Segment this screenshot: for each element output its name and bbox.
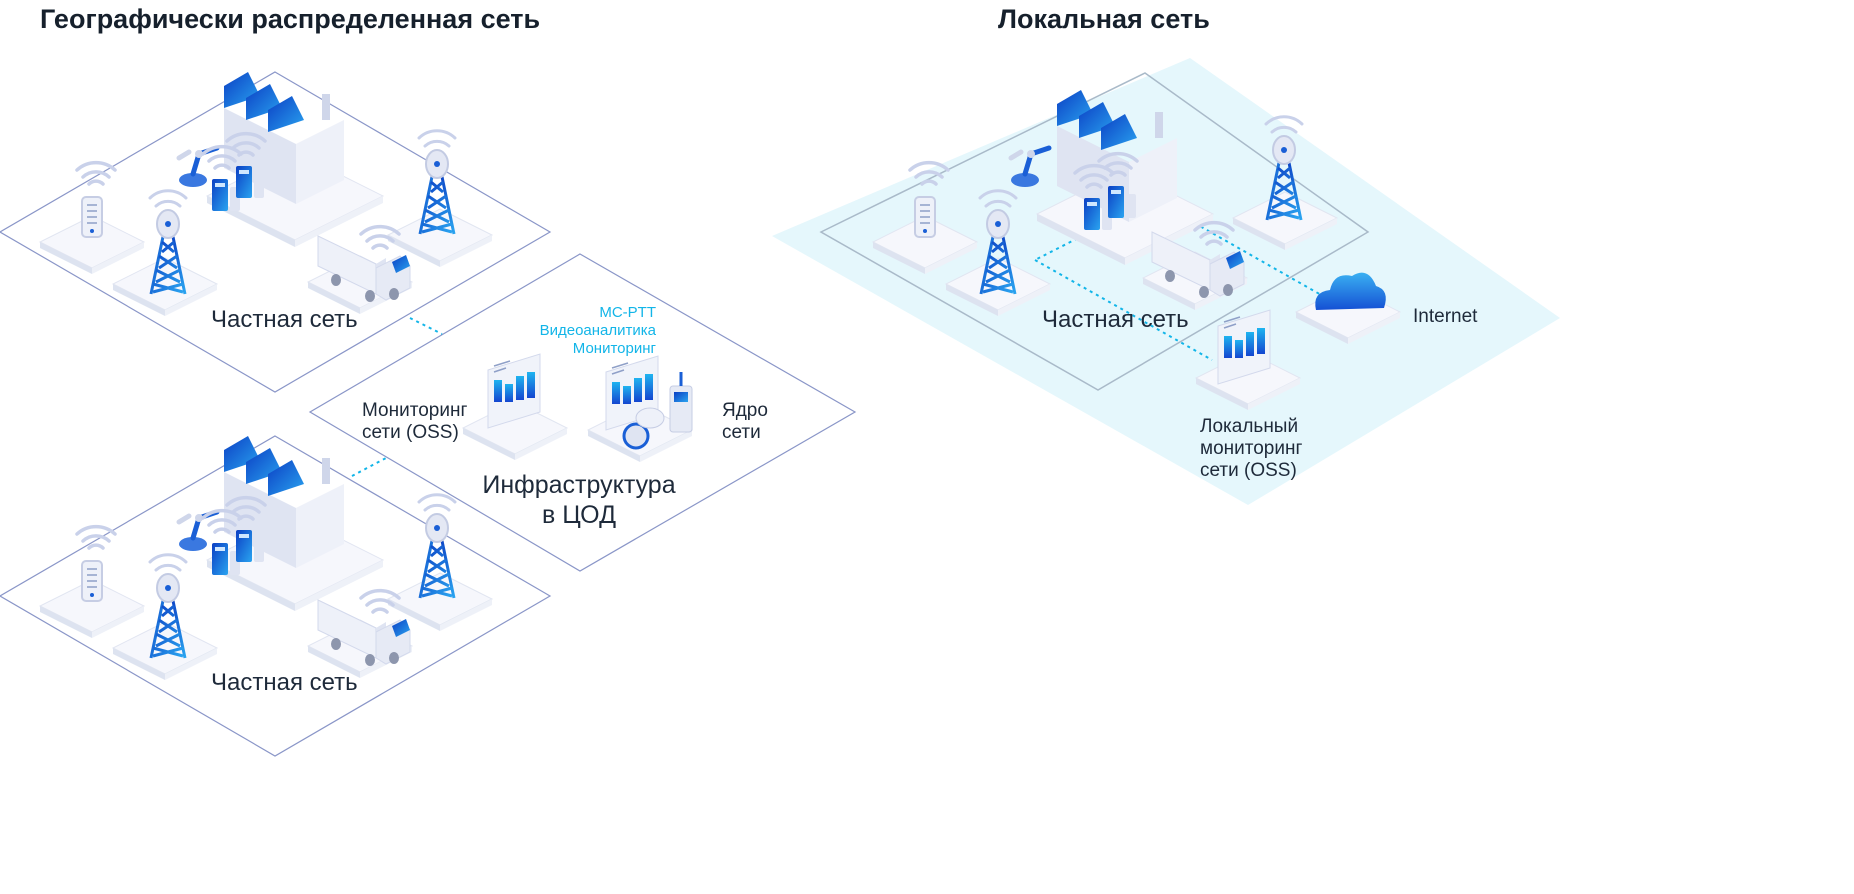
geo-bottom-network [39,436,493,681]
datacenter-infra-label: Инфраструктура в ЦОД [482,471,676,529]
wifi-signal-icon [75,524,117,550]
cell-tower-icon [148,189,188,296]
cell-tower-icon [417,129,457,236]
geo-bottom-private-net-label: Частная сеть [211,669,358,696]
smartphone-icon [81,560,103,602]
robot-arm-icon [179,512,217,551]
internet-label: Internet [1413,306,1478,327]
datacenter-core-label: Ядро сети [722,400,768,443]
geo-section-title: Географически распределенная сеть [40,4,541,34]
geo-top-panel-boundary [0,71,552,393]
wifi-signal-icon [75,160,117,186]
datacenter-panel-boundary [308,253,857,572]
geo-bottom-panel-boundary [0,435,552,757]
datacenter-oss-label: Мониторинг сети (OSS) [362,400,468,443]
local-oss-label: Локальный мониторинг сети (OSS) [1200,416,1303,481]
geo-top-network [39,72,493,317]
service-monitoring: Мониторинг [572,340,656,357]
geo-top-private-net-label: Частная сеть [211,306,358,333]
link-local-tower-oss [1034,259,1213,361]
cell-tower-icon [417,493,457,600]
datacenter-services-list: MC-PTT Видеоаналитика Мониторинг [520,304,656,358]
local-private-net-label: Частная сеть [1042,306,1189,333]
link-top-panel-datacenter [409,317,443,335]
link-bottom-panel-datacenter [351,457,387,477]
local-section-title: Локальная сеть [998,4,1210,34]
service-video-analytics: Видеоаналитика [539,322,656,339]
service-mcptt: MC-PTT [599,304,656,321]
smartphone-icon [914,196,936,238]
link-local-server-tower [1034,231,1091,261]
datacenter-infrastructure [462,353,693,463]
smartphone-icon [81,196,103,238]
cell-tower-icon [148,553,188,660]
robot-arm-icon [179,148,217,187]
core-equipment-icon [622,372,693,450]
